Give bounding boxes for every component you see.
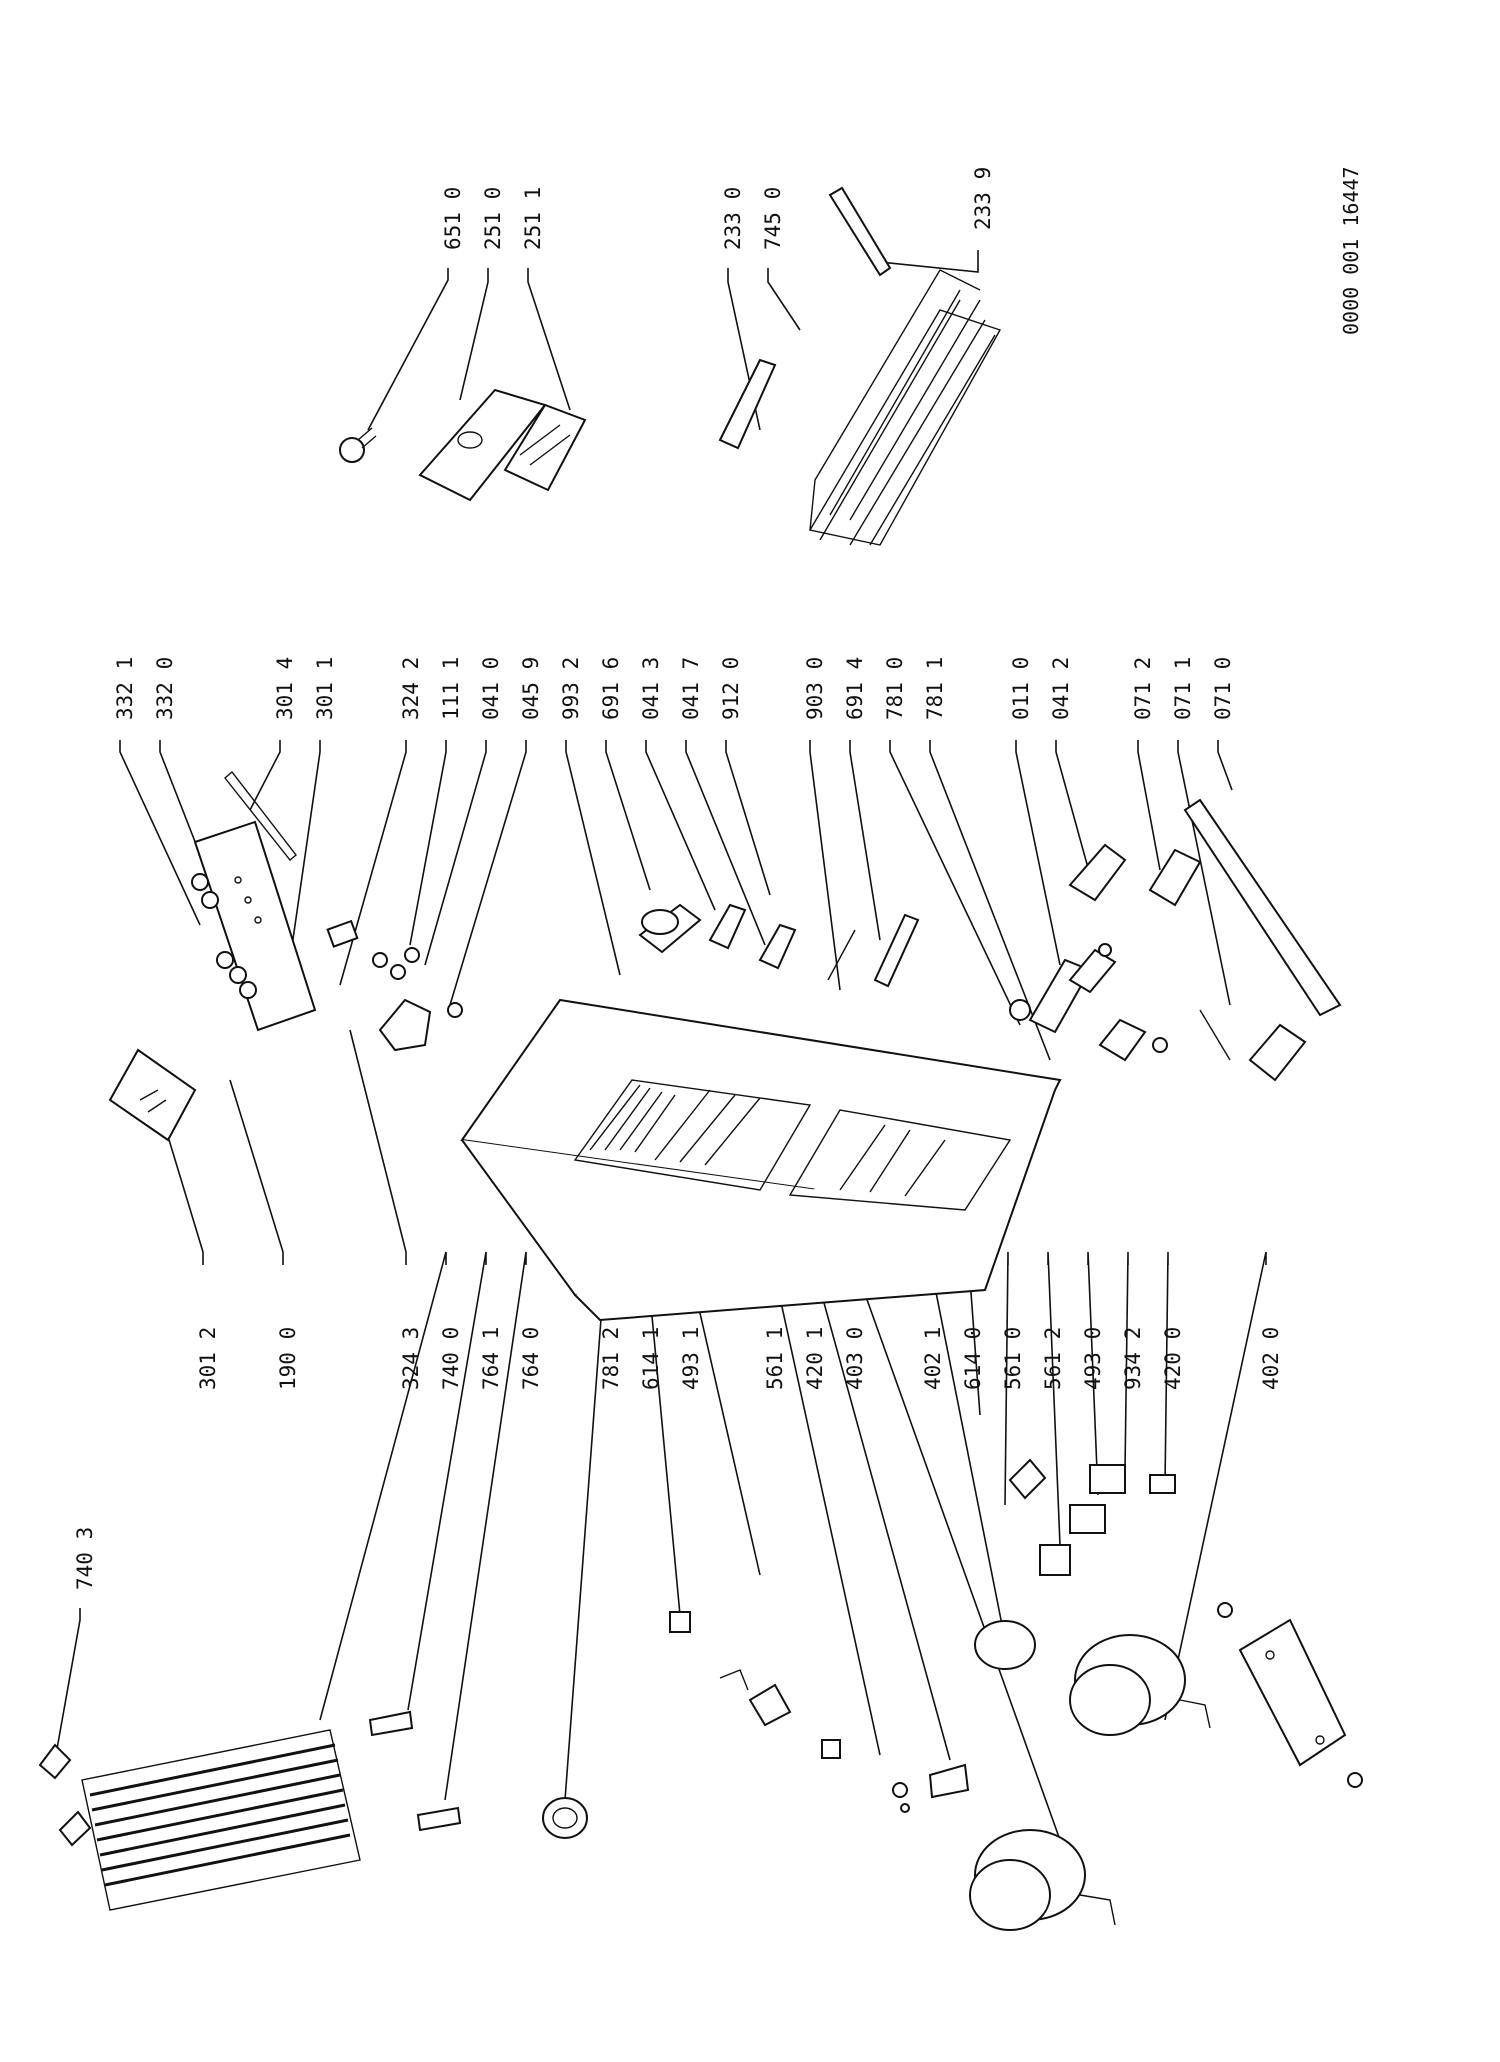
callout-label: 332 0: [153, 657, 177, 720]
callout-label: 332 1: [113, 657, 137, 720]
callout-label: 011 0: [1009, 657, 1033, 720]
door-shelf-part: [638, 903, 702, 954]
lamp-housing-part: [503, 403, 587, 492]
callout-label: 691 6: [599, 657, 623, 720]
compressor-second-part: [1069, 1634, 1211, 1736]
lower-hinge-part: [1068, 843, 1127, 994]
callout-label: 041 7: [679, 657, 703, 720]
callout-label: 071 2: [1131, 657, 1155, 720]
overload-protector-part: [669, 1611, 970, 1813]
callout-label: 233 9: [971, 167, 995, 230]
foot-part: [1098, 1018, 1168, 1062]
callout-label: 402 0: [1259, 1327, 1283, 1390]
wire-shelf-part: [808, 269, 1002, 546]
callout-label: 614 1: [639, 1327, 663, 1390]
callout-label: 691 4: [843, 657, 867, 720]
callout-label: 190 0: [276, 1327, 300, 1390]
control-panel-part: [193, 820, 317, 1032]
callout-label: 301 4: [273, 657, 297, 720]
callout-label: 781 2: [599, 1327, 623, 1390]
callout-label: 740 0: [439, 1327, 463, 1390]
callout-label: 934 2: [1121, 1327, 1145, 1390]
callout-label: 071 1: [1171, 657, 1195, 720]
callout-label: 493 1: [679, 1327, 703, 1390]
callout-label: 614 0: [961, 1327, 985, 1390]
callout-label: 403 0: [843, 1327, 867, 1390]
callout-label: 041 0: [479, 657, 503, 720]
callout-label: 745 0: [761, 187, 785, 250]
callout-label: 041 3: [639, 657, 663, 720]
callout-label: 781 0: [883, 657, 907, 720]
callout-label: 740 3: [73, 1527, 97, 1590]
starter-relay-part: [1008, 1458, 1176, 1576]
callout-label: 111 1: [439, 657, 463, 720]
door-handle-part: [827, 913, 920, 988]
leader-lines: [54, 250, 1267, 1841]
panel-trim-part: [224, 770, 297, 861]
drier-filter-part: [368, 1710, 462, 1832]
shelf-clip-part: [718, 358, 777, 450]
compressor-part: [969, 1829, 1116, 1931]
callout-label: 764 0: [519, 1327, 543, 1390]
thermostat-knob-part: [191, 873, 257, 999]
callout-label: 251 1: [521, 187, 545, 250]
callout-label: 561 1: [763, 1327, 787, 1390]
condenser-part: [81, 1729, 361, 1911]
hinge-part: [708, 903, 797, 970]
callout-label: 420 0: [1161, 1327, 1185, 1390]
callout-label: 993 2: [559, 657, 583, 720]
kick-plate-part: [1148, 798, 1342, 1082]
condenser-clip-part: [38, 1743, 92, 1847]
callout-label: 071 0: [1211, 657, 1235, 720]
callout-label: 781 1: [923, 657, 947, 720]
callout-label: 764 1: [479, 1327, 503, 1390]
callout-label: 402 1: [921, 1327, 945, 1390]
lamp-bulb-part: [339, 427, 377, 463]
callout-label: 251 0: [481, 187, 505, 250]
callout-label: 651 0: [441, 187, 465, 250]
callout-label: 912 0: [719, 657, 743, 720]
callout-label: 420 1: [803, 1327, 827, 1390]
shelf-trim-part: [828, 186, 892, 277]
document-number: 0000 001 16447: [1339, 166, 1363, 335]
control-board-part: [108, 1048, 197, 1142]
capacitor-part: [974, 1620, 1036, 1670]
refrigerator-cabinet-part: [460, 998, 1062, 1322]
callout-label: 045 9: [519, 657, 543, 720]
callout-label: 903 0: [803, 657, 827, 720]
callout-label: 301 1: [313, 657, 337, 720]
small-fastener-parts: [326, 919, 463, 1018]
relay-part: [542, 1797, 588, 1839]
thermostat-part: [378, 998, 432, 1052]
mounting-plate-part: [1217, 1602, 1363, 1788]
callout-label: 561 0: [1001, 1327, 1025, 1390]
callout-label: 041 2: [1049, 657, 1073, 720]
callout-label: 324 2: [399, 657, 423, 720]
callout-label: 233 0: [721, 187, 745, 250]
callout-label: 301 2: [196, 1327, 220, 1390]
